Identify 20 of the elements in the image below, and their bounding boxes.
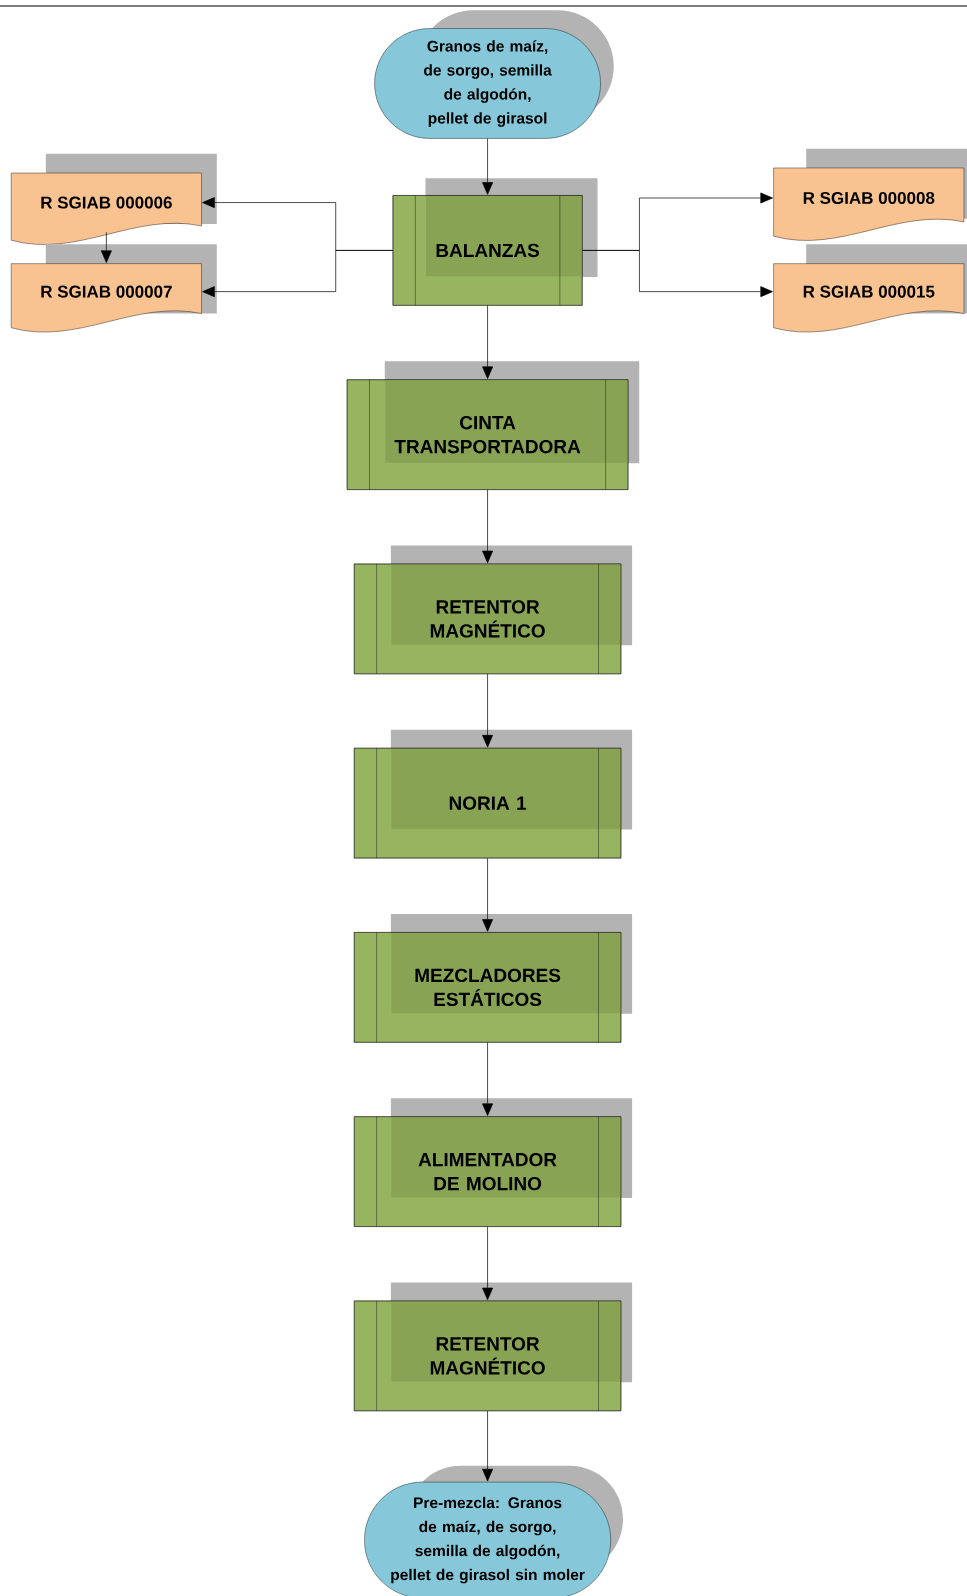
arrow (202, 250, 394, 298)
process-box: RETENTOR MAGNÉTICO (354, 1282, 633, 1411)
arrow (482, 857, 493, 932)
arrow (482, 673, 493, 748)
arrow (482, 305, 493, 379)
process-box: ALIMENTADOR DE MOLINO (354, 1098, 633, 1227)
terminal-oval: Pre-mezcla: Granos de maíz, de sorgo, semilla de algodón, pellet de girasol sin moler (364, 1465, 623, 1596)
arrow (482, 138, 493, 195)
arrow (482, 489, 493, 564)
arrow (482, 1410, 493, 1482)
process-box: BALANZAS (392, 178, 598, 306)
arrow (582, 250, 773, 298)
process-box: RETENTOR MAGNÉTICO (354, 545, 633, 675)
process-box: NORIA 1 (354, 729, 633, 859)
terminal-oval: Granos de maíz, de sorgo, semilla de algodón, pellet de girasol (374, 10, 614, 139)
process-box: MEZCLADORES ESTÁTICOS (354, 914, 633, 1043)
arrow (482, 1226, 493, 1301)
arrow (100, 231, 112, 263)
arrow (482, 1042, 493, 1116)
process-box: CINTA TRANSPORTADORA (346, 361, 640, 490)
